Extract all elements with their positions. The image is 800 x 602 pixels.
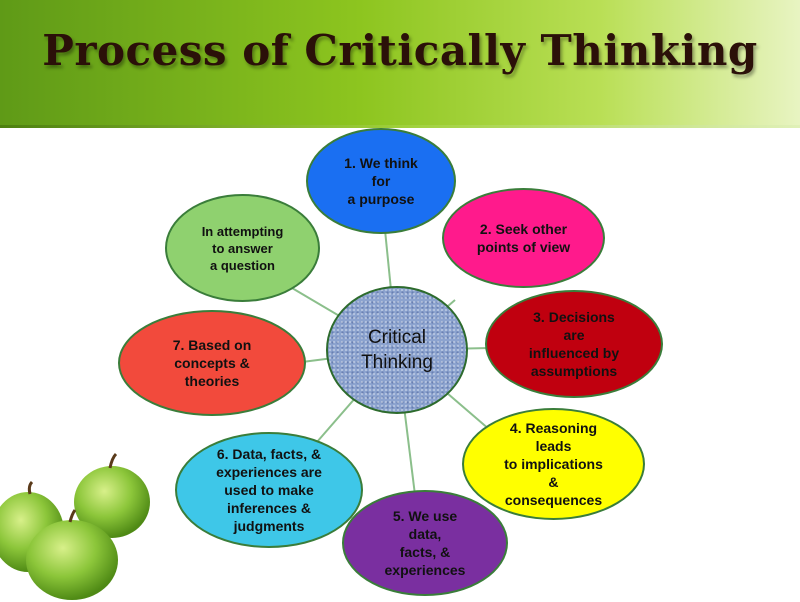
node-question: In attempting to answer a question (165, 194, 320, 302)
page-title: Process of Critically Thinking (42, 26, 758, 75)
node-purpose: 1. We think for a purpose (306, 128, 456, 234)
green-apples-image (0, 452, 150, 600)
center-critical-thinking: Critical Thinking (326, 286, 468, 414)
node-data-facts: 5. We use data, facts, & experiences (342, 490, 508, 596)
node-assumptions: 3. Decisions are influenced by assumptio… (485, 290, 663, 398)
node-inferences: 6. Data, facts, & experiences are used t… (175, 432, 363, 548)
node-concepts: 7. Based on concepts & theories (118, 310, 306, 416)
node-implications: 4. Reasoning leads to implications & con… (462, 408, 645, 520)
title-banner (0, 0, 800, 128)
node-points-of-view: 2. Seek other points of view (442, 188, 605, 288)
